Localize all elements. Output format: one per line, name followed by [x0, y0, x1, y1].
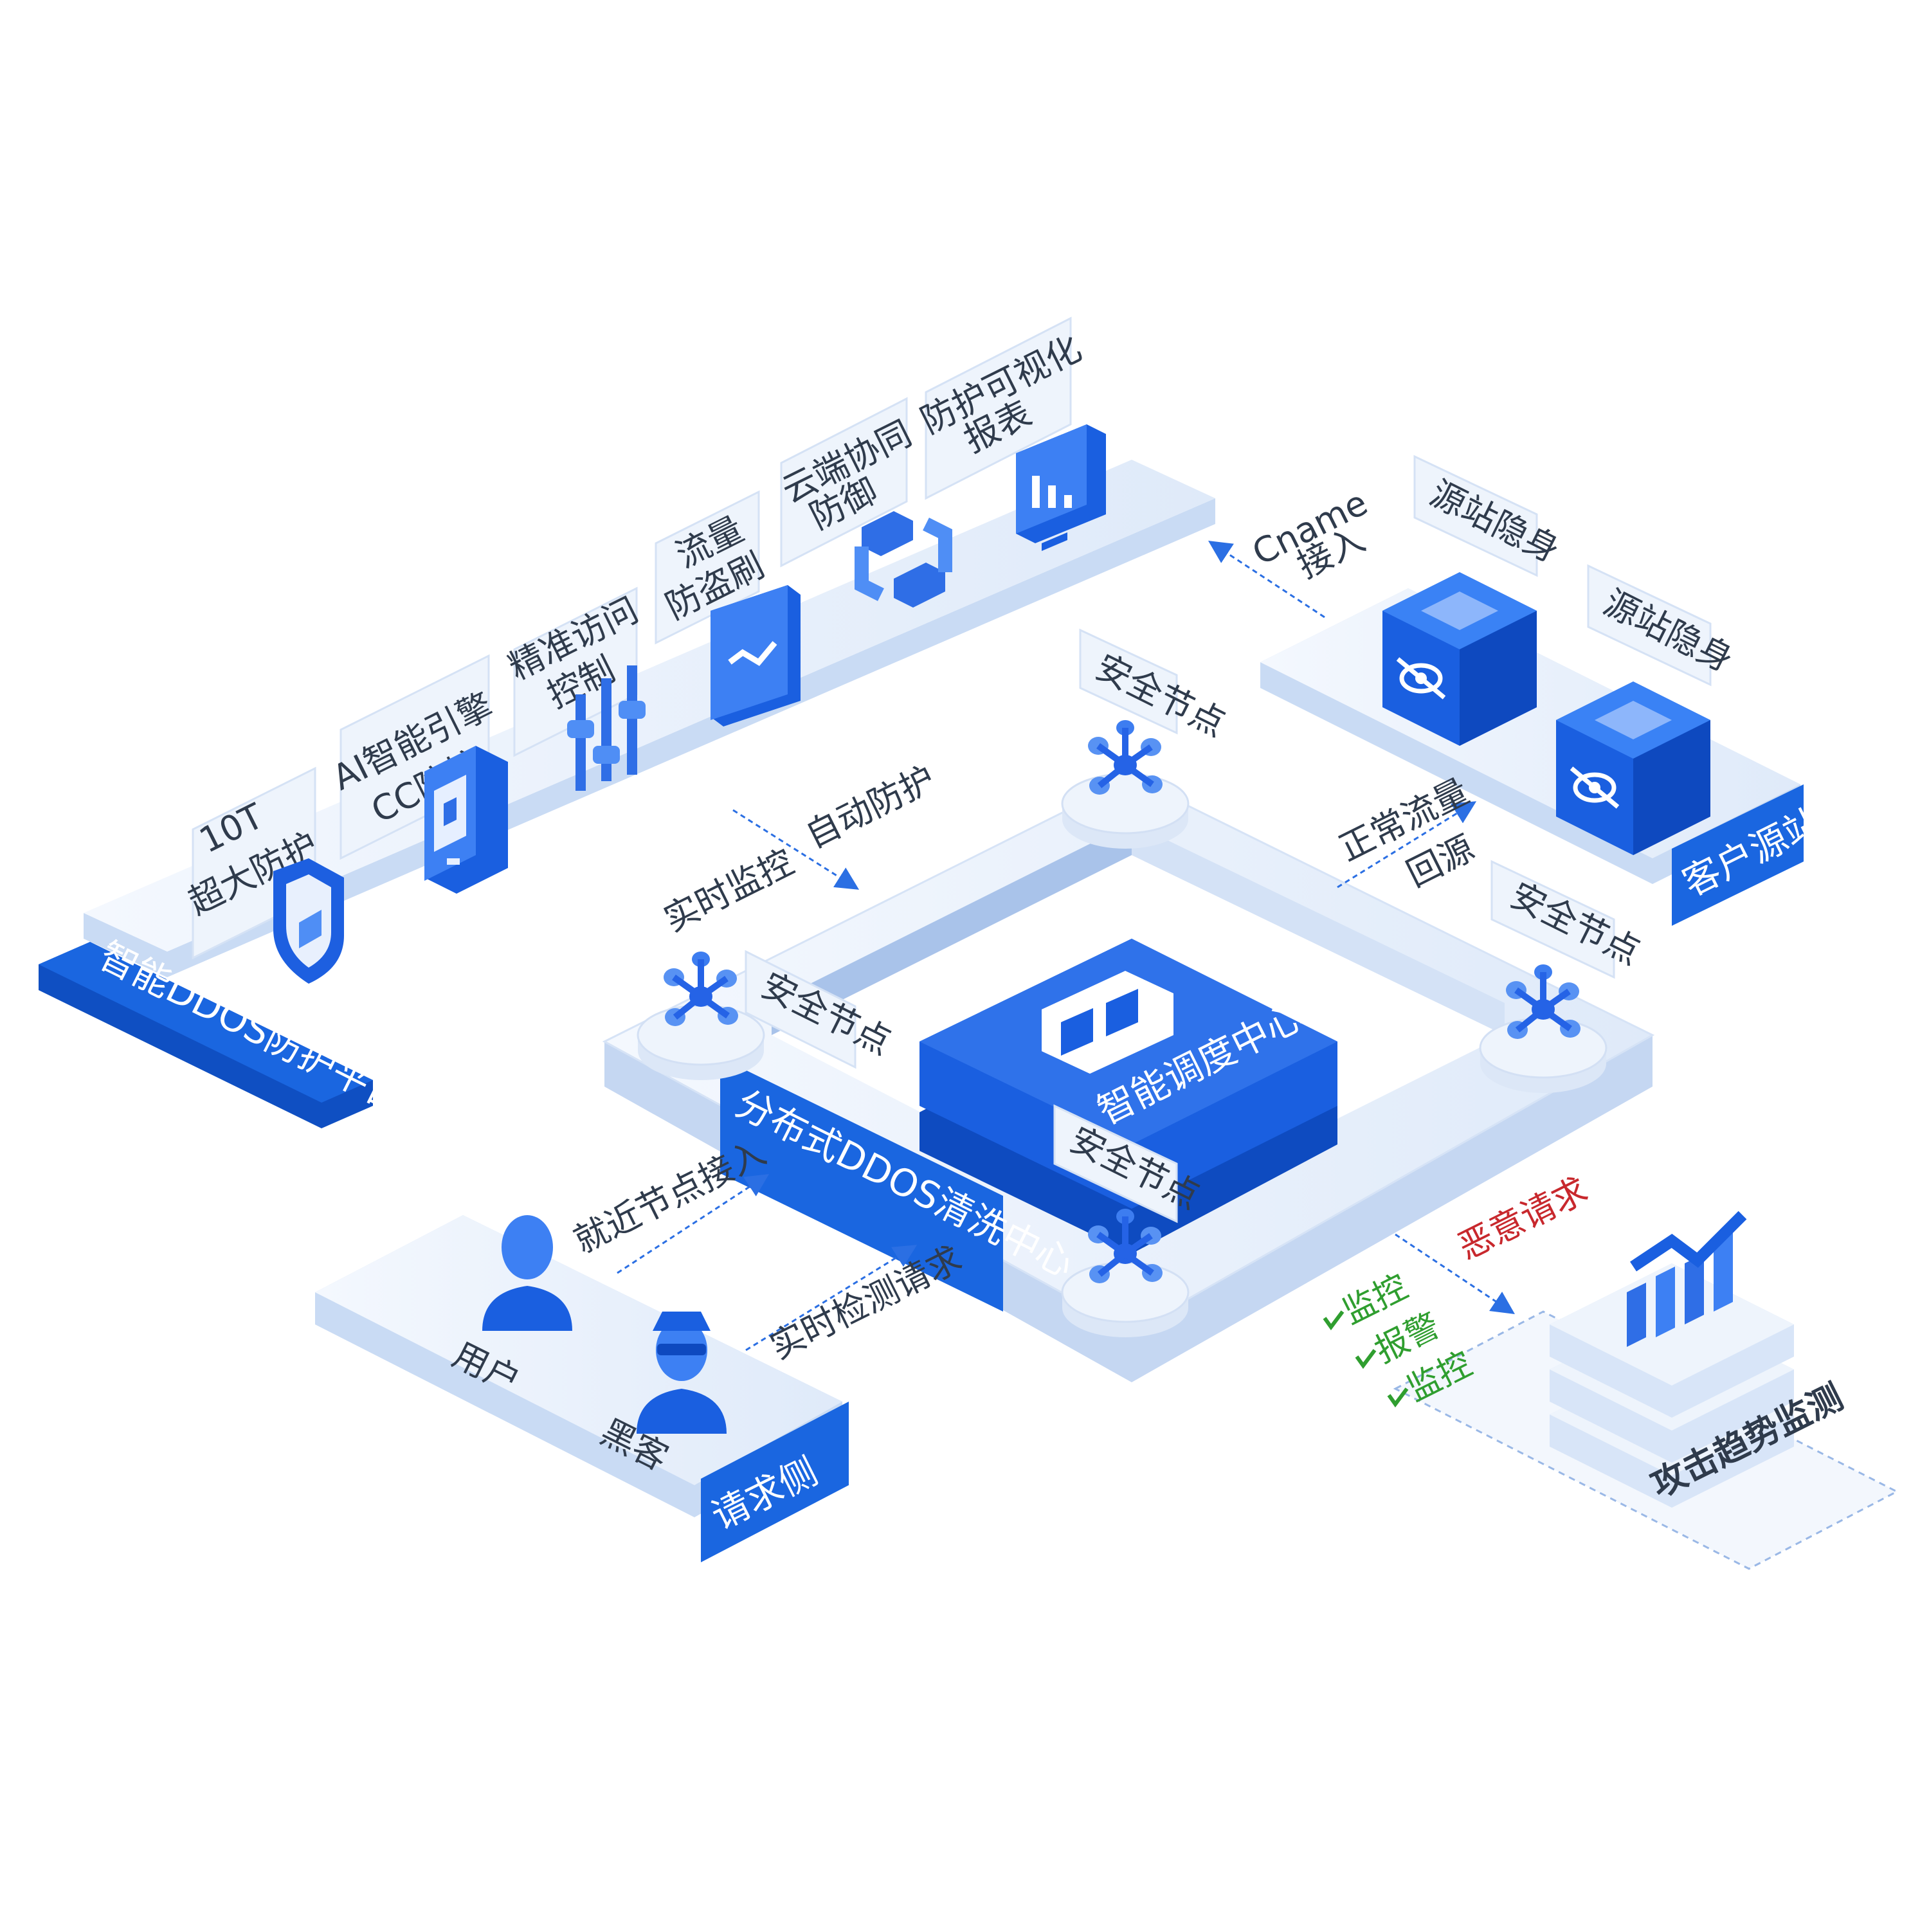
flow-realtime-detect: 实时检测请求	[745, 1238, 968, 1368]
hacker-icon	[637, 1312, 727, 1434]
feature-report: 防护可视化 报表	[914, 316, 1106, 551]
flow-nearest-node: 就近节点接入	[568, 1132, 772, 1274]
realtime-detect-label: 实时检测请求	[764, 1238, 968, 1368]
scheduler-core: 智能调度中心	[919, 939, 1337, 1254]
sync-icon	[855, 511, 952, 608]
monitor-section: 攻击趋势监测 恶意请求 监控 报警 监控	[1323, 1169, 1899, 1570]
auto-protect-label: 自动防护	[799, 758, 941, 856]
check-icon	[1387, 1387, 1409, 1408]
home-icon	[1042, 971, 1173, 1074]
device-icon	[424, 746, 508, 894]
nearest-node-label: 就近节点接入	[568, 1132, 772, 1261]
feature-sync: 云端协同 防御	[775, 397, 952, 608]
user-icon	[482, 1215, 572, 1331]
trend-chart-icon	[1627, 1211, 1747, 1347]
server-stack	[1550, 1263, 1794, 1508]
traffic-icon	[711, 585, 801, 727]
feature-traffic: 流量 防盗刷	[655, 490, 801, 727]
check-icon	[1355, 1349, 1377, 1369]
report-icon	[1016, 424, 1106, 551]
platform-title-ribbon: 智能DDOS防护平台	[39, 934, 411, 1128]
origin-section: 客户源站 源站隐身 源站隐身 Cname 接入	[1208, 455, 1829, 926]
sliders-icon	[567, 665, 646, 791]
request-side-section: 请求侧 用户 黑客	[315, 1215, 849, 1562]
flow-back-to-origin: 正常流量 回源	[1333, 771, 1481, 895]
cname-access: Cname 接入	[1208, 482, 1374, 618]
feature-shield: 10T 超大防护	[182, 766, 344, 984]
shield-icon	[273, 858, 344, 984]
realtime-monitor-label: 实时监控	[658, 842, 800, 940]
check-icon	[1323, 1310, 1345, 1331]
